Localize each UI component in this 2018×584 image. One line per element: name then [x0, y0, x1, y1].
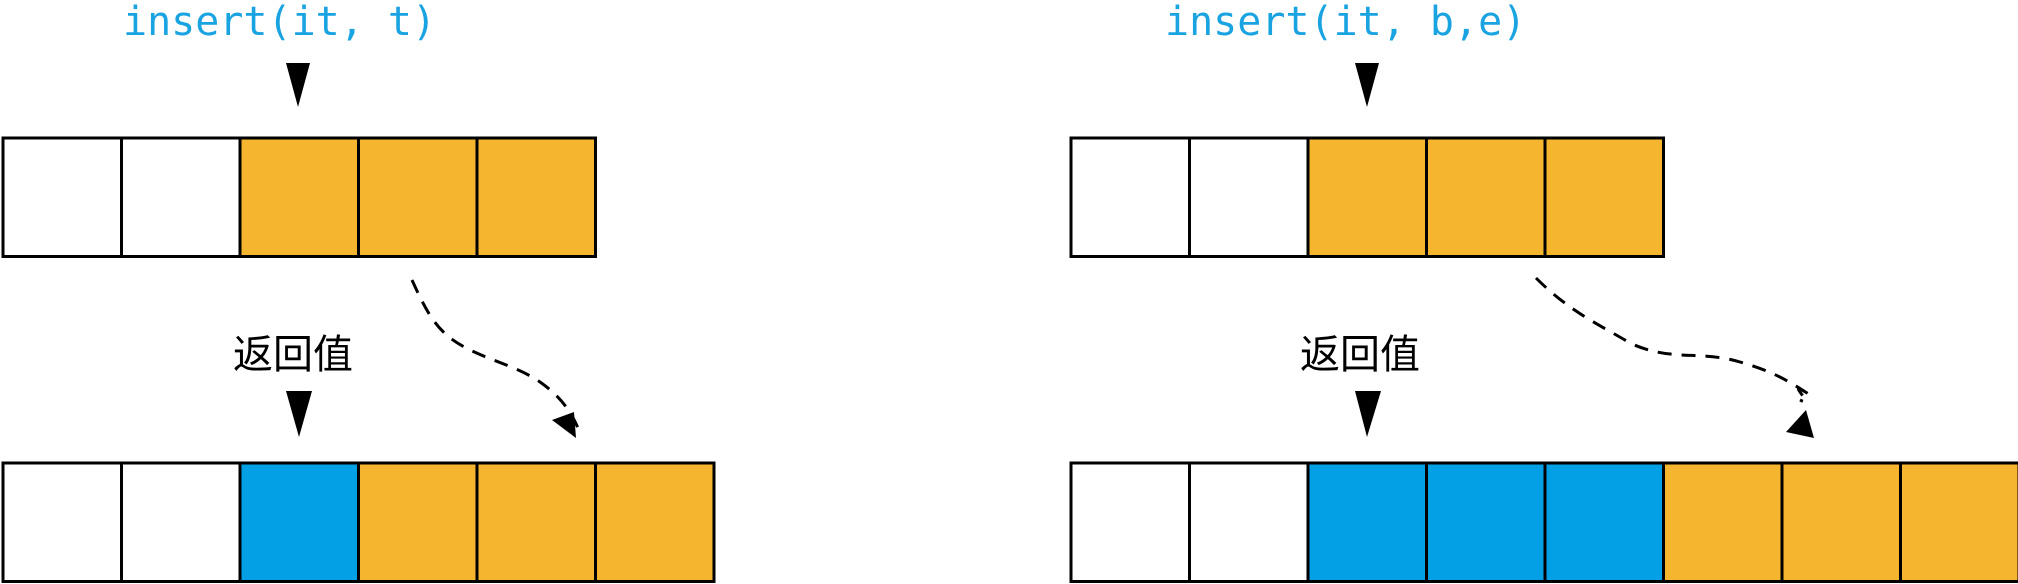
after-cell-existing: [1899, 461, 2018, 583]
panel-single-insert: insert(it, t) 返回值: [1, 0, 716, 583]
before-cell-empty: [1069, 136, 1191, 258]
insert-position-pointer: [286, 63, 310, 107]
before-cell-empty: [1188, 136, 1310, 258]
insert-range-title: insert(it, b,e): [1165, 0, 1526, 45]
insert-single-title: insert(it, t): [123, 0, 436, 45]
after-cell-inserted: [238, 461, 360, 583]
after-cell-existing: [594, 461, 716, 583]
before-cell-existing: [475, 136, 597, 258]
before-cell-empty: [120, 136, 242, 258]
after-cell-existing: [475, 461, 597, 583]
return-value-pointer: [1355, 391, 1381, 437]
after-cell-existing: [1780, 461, 1902, 583]
before-array: [1069, 136, 1665, 258]
shift-arrow: [1534, 276, 1811, 404]
return-value-label: 返回值: [1300, 332, 1420, 378]
insert-position-pointer: [1355, 63, 1379, 107]
after-cell-existing: [1662, 461, 1784, 583]
after-cell-inserted: [1543, 461, 1665, 583]
after-cell-empty: [1069, 461, 1191, 583]
shift-arrowhead: [552, 412, 576, 438]
panel-range-insert: insert(it, b,e) 返回值: [1069, 0, 2018, 583]
after-cell-empty: [1, 461, 123, 583]
after-cell-inserted: [1425, 461, 1547, 583]
before-cell-existing: [1543, 136, 1665, 258]
before-array: [1, 136, 597, 258]
shift-arrow: [410, 279, 580, 429]
before-cell-existing: [1425, 136, 1547, 258]
before-cell-existing: [357, 136, 479, 258]
after-cell-empty: [1188, 461, 1310, 583]
before-cell-existing: [1306, 136, 1428, 258]
after-cell-empty: [120, 461, 242, 583]
after-cell-inserted: [1306, 461, 1428, 583]
after-cell-existing: [357, 461, 479, 583]
return-value-label: 返回值: [233, 332, 353, 378]
shift-arrowhead: [1786, 410, 1814, 438]
after-array: [1069, 461, 2018, 583]
before-cell-empty: [1, 136, 123, 258]
after-array: [1, 461, 716, 583]
before-cell-existing: [238, 136, 360, 258]
return-value-pointer: [286, 391, 312, 437]
